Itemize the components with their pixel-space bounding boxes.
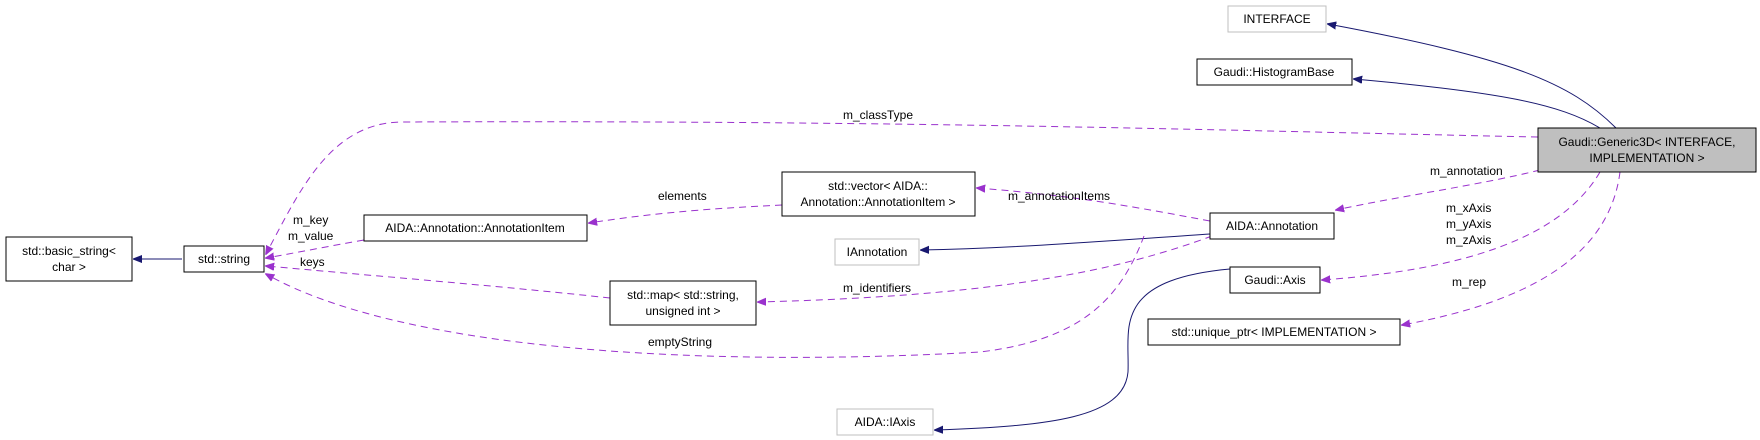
edge-label-m-value-text: m_value	[288, 229, 334, 243]
edge-generic3d-to-unique-ptr	[1402, 171, 1621, 325]
edge-annotation-to-map	[758, 235, 1213, 302]
edge-label-m-key-text: m_key	[293, 213, 328, 227]
node-vector-annotation-item-label-line1: std::vector< AIDA::	[828, 179, 928, 193]
node-basic-string[interactable]: std::basic_string< char >	[5, 236, 133, 282]
edge-label-elements: elements	[658, 189, 707, 203]
node-iannotation[interactable]: IAnnotation	[834, 238, 920, 266]
edge-label-m-rep-text: m_rep	[1452, 275, 1486, 289]
edge-annotation-item-to-string	[266, 239, 365, 258]
node-basic-string-label-line2: char >	[52, 260, 86, 274]
node-unique-ptr-label: std::unique_ptr< IMPLEMENTATION >	[1172, 325, 1377, 339]
node-std-string[interactable]: std::string	[183, 245, 265, 273]
edge-map-to-string-keys	[266, 266, 611, 299]
edge-label-m-rep: m_rep	[1452, 275, 1486, 289]
edge-vector-to-annotation-item	[589, 204, 783, 223]
edge-label-keys-text: keys	[300, 255, 325, 269]
node-interface-label: INTERFACE	[1243, 12, 1310, 26]
edge-label-m-annotationitems-text: m_annotationItems	[1008, 189, 1110, 203]
node-generic3d-label-line1: Gaudi::Generic3D< INTERFACE,	[1558, 135, 1735, 149]
edge-label-m-yaxis-text: m_yAxis	[1446, 217, 1491, 231]
edge-label-m-classtype: m_classType	[843, 108, 913, 122]
edge-annotation-to-vector	[977, 188, 1211, 222]
node-interface[interactable]: INTERFACE	[1227, 5, 1327, 33]
node-aida-iaxis[interactable]: AIDA::IAxis	[836, 408, 934, 436]
edge-label-emptystring: emptyString	[648, 335, 712, 349]
edge-label-m-zaxis-text: m_zAxis	[1446, 233, 1491, 247]
node-aida-iaxis-label: AIDA::IAxis	[855, 415, 916, 429]
node-unique-ptr[interactable]: std::unique_ptr< IMPLEMENTATION >	[1147, 318, 1401, 346]
node-gaudi-axis-label: Gaudi::Axis	[1244, 273, 1305, 287]
edge-generic3d-to-annotation	[1336, 169, 1541, 210]
edge-label-m-identifiers: m_identifiers	[843, 281, 911, 295]
node-gaudi-axis[interactable]: Gaudi::Axis	[1229, 266, 1321, 294]
edge-generic3d-to-interface	[1328, 24, 1617, 129]
edge-label-m-xaxis-text: m_xAxis	[1446, 201, 1491, 215]
node-histogram-base[interactable]: Gaudi::HistogramBase	[1196, 58, 1353, 86]
edge-label-emptystring-text: emptyString	[648, 335, 712, 349]
node-vector-annotation-item[interactable]: std::vector< AIDA:: Annotation::Annotati…	[781, 171, 976, 217]
edge-annotation-to-iannotation	[921, 233, 1211, 250]
edge-label-keys: keys	[300, 255, 325, 269]
node-std-string-label: std::string	[198, 252, 250, 266]
node-histogram-base-label: Gaudi::HistogramBase	[1214, 65, 1335, 79]
edge-label-m-annotation: m_annotation	[1430, 164, 1503, 178]
edge-annotation-to-string-emptystring	[266, 235, 1145, 358]
edge-generic3d-to-gaudi-axis	[1322, 171, 1601, 280]
node-map-string-uint[interactable]: std::map< std::string, unsigned int >	[609, 280, 757, 326]
edge-label-axes: m_xAxis m_yAxis m_zAxis	[1446, 201, 1491, 247]
edge-generic3d-to-histogram-base	[1354, 79, 1601, 129]
edge-label-m-classtype-text: m_classType	[843, 108, 913, 122]
edge-label-m-annotationitems: m_annotationItems	[1008, 189, 1110, 203]
node-iannotation-label: IAnnotation	[847, 245, 908, 259]
node-generic3d[interactable]: Gaudi::Generic3D< INTERFACE, IMPLEMENTAT…	[1537, 127, 1757, 173]
node-basic-string-label-line1: std::basic_string<	[22, 244, 116, 258]
node-aida-annotation[interactable]: AIDA::Annotation	[1209, 212, 1335, 240]
node-map-string-uint-label-line2: unsigned int >	[645, 304, 720, 318]
edge-label-m-key-value: m_key m_value	[288, 213, 334, 243]
edge-label-m-identifiers-text: m_identifiers	[843, 281, 911, 295]
node-annotation-item[interactable]: AIDA::Annotation::AnnotationItem	[363, 214, 588, 242]
edge-gaudi-axis-to-iaxis	[935, 268, 1231, 430]
node-vector-annotation-item-label-line2: Annotation::AnnotationItem >	[800, 195, 955, 209]
node-generic3d-label-line2: IMPLEMENTATION >	[1589, 151, 1704, 165]
node-aida-annotation-label: AIDA::Annotation	[1226, 219, 1318, 233]
node-annotation-item-label: AIDA::Annotation::AnnotationItem	[385, 221, 564, 235]
edge-label-elements-text: elements	[658, 189, 707, 203]
edge-label-m-annotation-text: m_annotation	[1430, 164, 1503, 178]
edge-generic3d-to-string-classtype	[266, 121, 1539, 254]
node-map-string-uint-label-line1: std::map< std::string,	[627, 288, 739, 302]
